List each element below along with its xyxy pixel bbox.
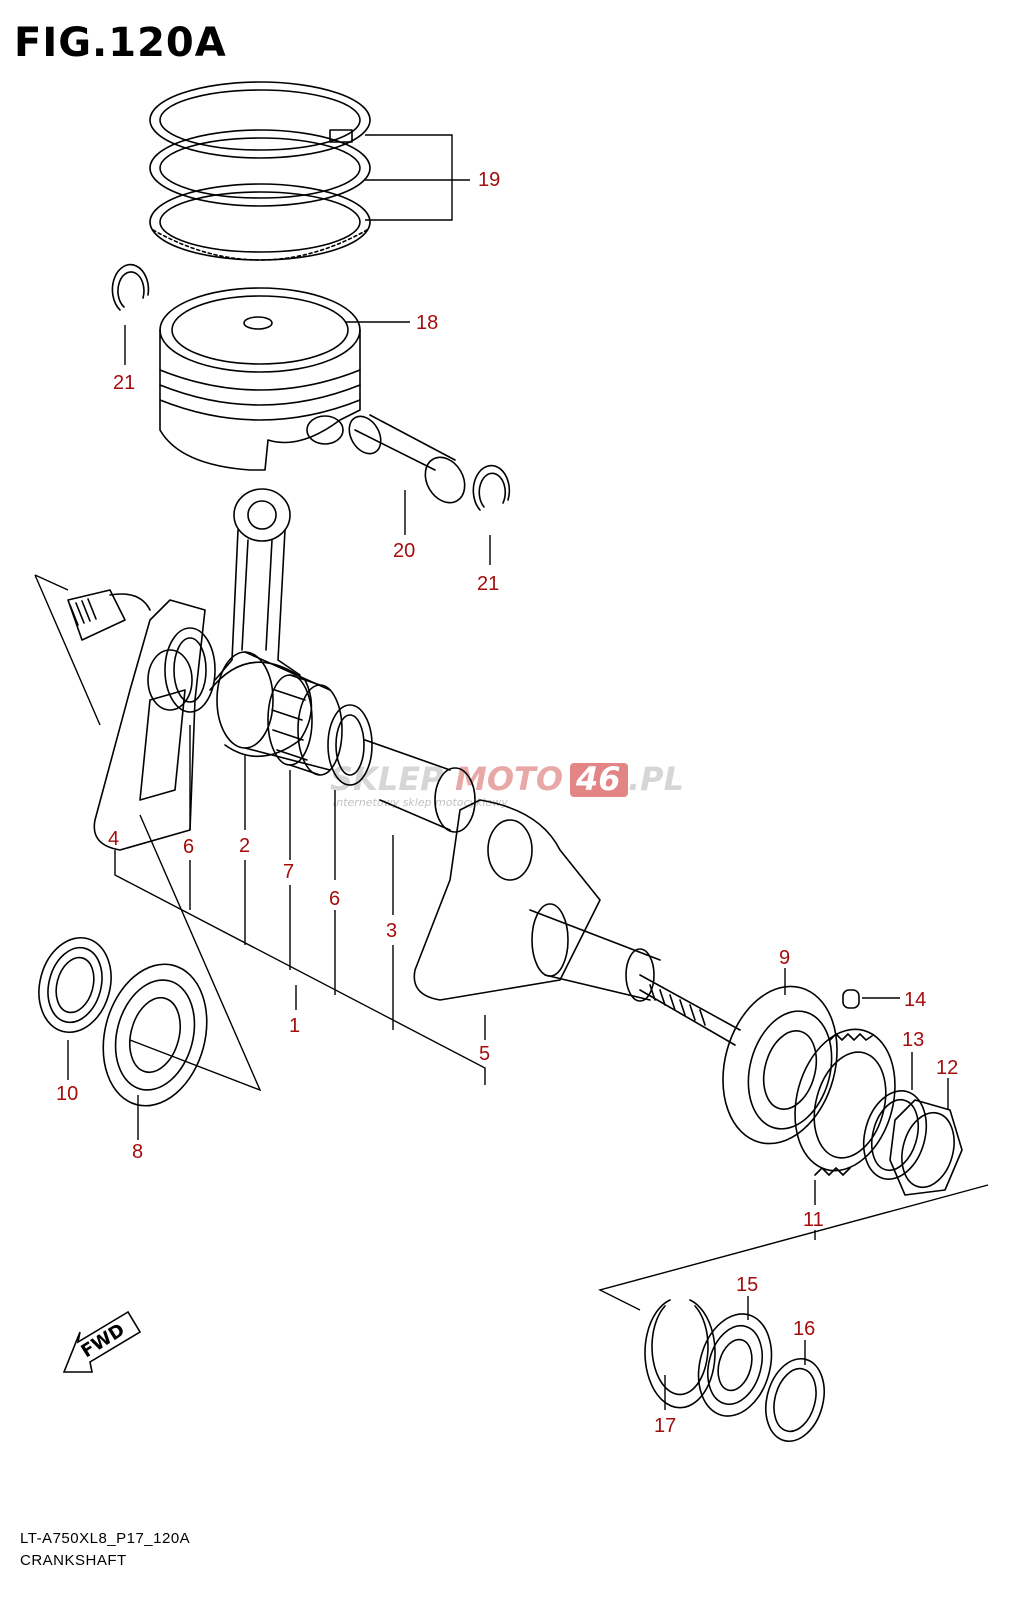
watermark-brand-left: SKLEP [330,760,444,798]
fwd-arrow: FWD [62,1310,142,1373]
figure-title: FIG.120A [14,20,227,66]
piston-rings [149,81,371,261]
oil-seal-left [38,936,112,1034]
watermark-subtitle: Internetowy sklep motocyklowy [333,796,508,809]
dowel-pin [842,989,860,1009]
piston [159,287,361,471]
watermark-brand-right: .PL [628,760,684,798]
callout-6-right: 6 [329,888,340,910]
callout-21-lower: 21 [477,573,499,595]
callout-16: 16 [793,1318,815,1340]
fwd-label: FWD [78,1319,129,1362]
callout-5: 5 [479,1043,490,1065]
callout-4: 4 [108,828,119,850]
callout-6-left: 6 [183,836,194,858]
connecting-rod [209,488,313,758]
callout-1: 1 [289,1015,300,1037]
crankshaft [67,589,741,1046]
bearing-circlip [644,1299,716,1409]
callout-15: 15 [736,1274,758,1296]
piston-pin-circlip-upper [111,263,150,311]
callout-2: 2 [239,835,250,857]
watermark-number-badge [570,763,628,797]
watermark: SKLEP MOTO 46 .PL Internetowy sklep moto… [330,760,684,809]
callout-7: 7 [283,861,294,883]
callout-10: 10 [56,1083,78,1105]
callout-21-upper: 21 [113,372,135,394]
piston-pin [348,414,466,504]
crankshaft-bearing-left [102,963,208,1107]
callouts: 19 18 21 20 21 4 6 2 7 6 3 1 5 9 14 13 1… [56,169,958,1437]
small-oil-seal [765,1357,825,1443]
watermark-brand-mid: MOTO [455,760,563,798]
primary-drive-gear [794,1028,896,1176]
callout-12: 12 [936,1057,958,1079]
callout-19: 19 [478,169,500,191]
callout-8: 8 [132,1141,143,1163]
callout-9: 9 [779,947,790,969]
small-bearing [697,1313,773,1417]
callout-20: 20 [393,540,415,562]
callout-17: 17 [654,1415,676,1437]
callout-14: 14 [904,989,926,1011]
nut [889,1099,963,1196]
callout-11: 11 [803,1209,824,1231]
leader-lines [34,134,989,1410]
callout-13: 13 [902,1029,924,1051]
figure-name: CRANKSHAFT [20,1552,127,1569]
watermark-brand-num: 46 [575,760,621,798]
callout-3: 3 [386,920,397,942]
washer [862,1090,928,1180]
callout-18: 18 [416,312,438,334]
crankshaft-bearing-right [722,985,838,1145]
piston-pin-circlip-lower [472,464,511,511]
figure-code: LT-A750XL8_P17_120A [20,1530,191,1547]
